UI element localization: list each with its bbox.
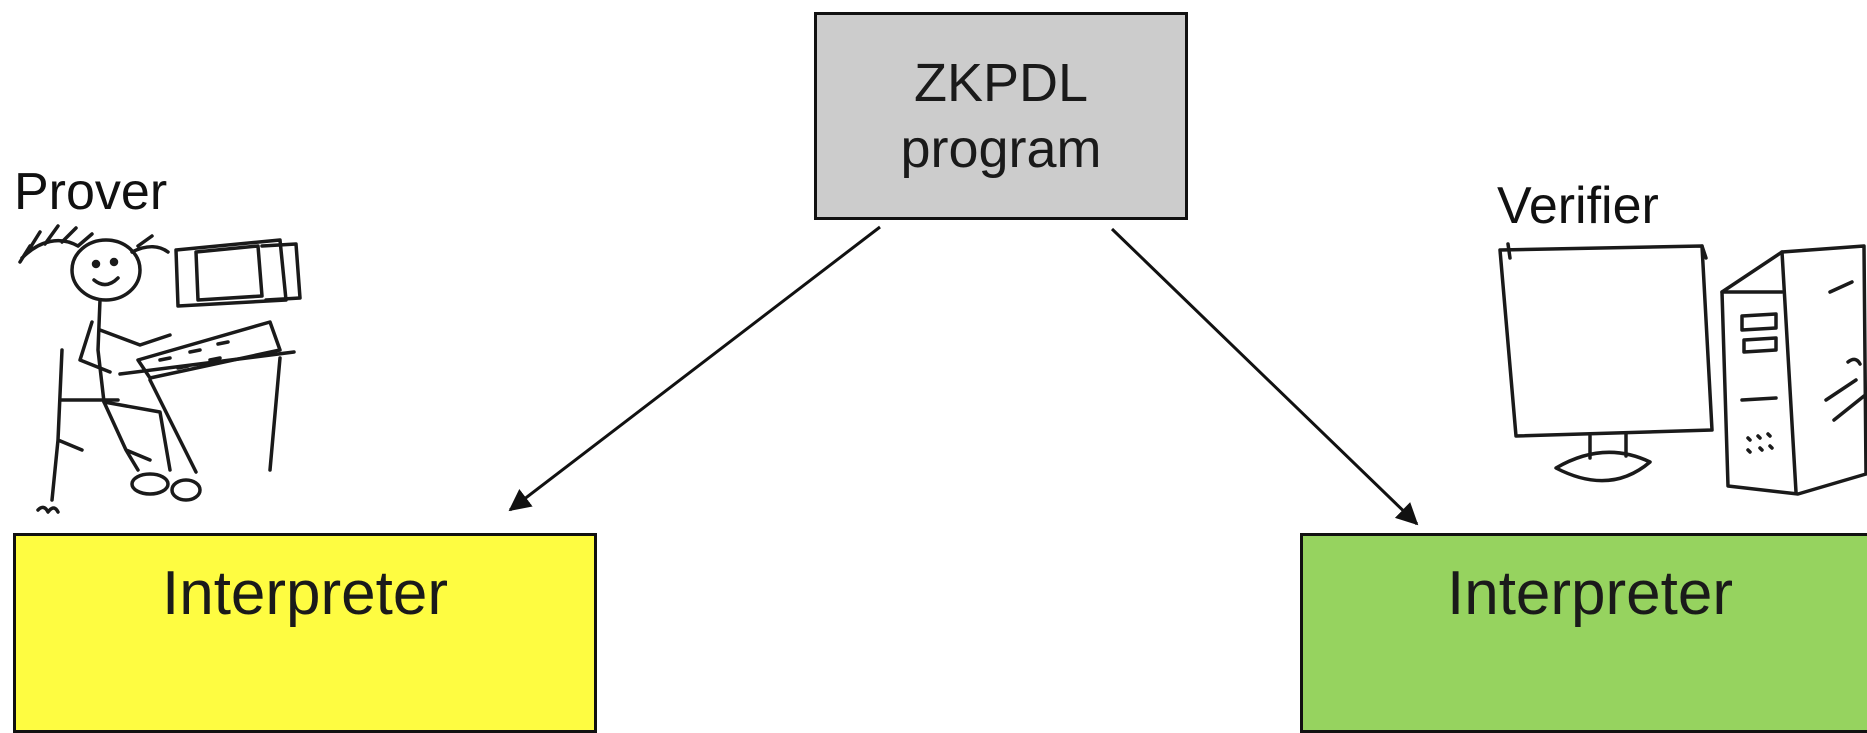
zkpdl-program-box: ZKPDL program bbox=[814, 12, 1188, 220]
person-at-computer-sketch-icon bbox=[18, 224, 302, 514]
prover-label: Prover bbox=[14, 163, 168, 221]
program-title-line1: ZKPDL bbox=[913, 53, 1089, 113]
verifier-interpreter-box: Interpreter bbox=[1300, 533, 1867, 733]
program-title-line2: program bbox=[900, 119, 1102, 179]
prover-interpreter-label: Interpreter bbox=[161, 558, 449, 628]
prover-interpreter-box: Interpreter bbox=[13, 533, 597, 733]
verifier-interpreter-label: Interpreter bbox=[1446, 558, 1734, 628]
verifier-label: Verifier bbox=[1497, 177, 1659, 235]
desktop-computer-sketch-icon bbox=[1498, 242, 1867, 496]
diagram-overlay bbox=[18, 224, 1867, 526]
arrow-to-prover-interpreter bbox=[508, 225, 881, 512]
arrow-to-verifier-interpreter bbox=[1110, 227, 1419, 526]
